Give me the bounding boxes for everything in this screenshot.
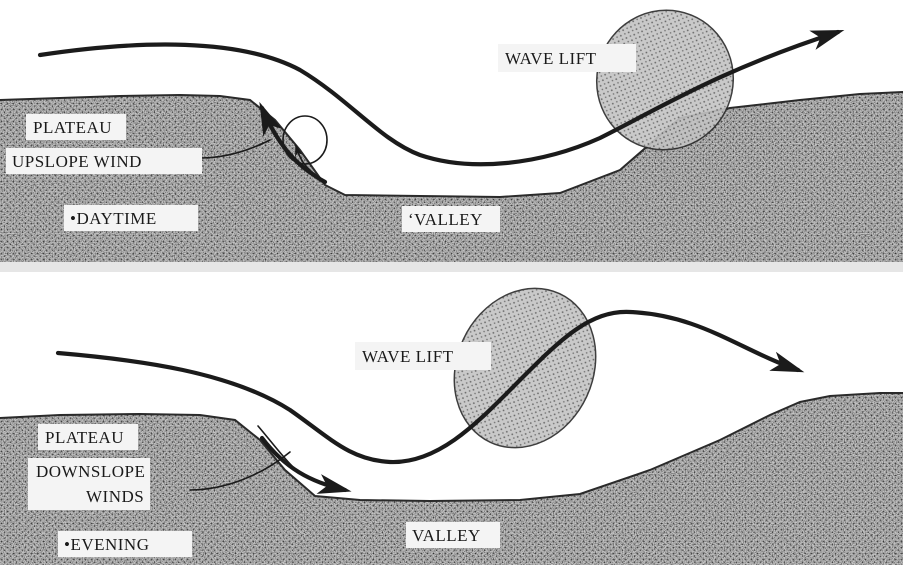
evening-time-label-group: •EVENING	[58, 531, 192, 557]
daytime-ground-speckle	[0, 92, 903, 262]
valley-label: ‘VALLEY	[408, 210, 483, 229]
evening-wave-lift-label-group: WAVE LIFT	[355, 342, 491, 370]
panel-divider	[0, 262, 903, 272]
wave-lift-label: WAVE LIFT	[362, 347, 454, 366]
daytime-time-label-group: •DAYTIME	[64, 205, 198, 231]
downslope-winds-label-group: DOWNSLOPE WINDS	[28, 458, 150, 510]
daytime-panel: WAVE LIFT PLATEAU UPSLOPE WIND •DAYTIME …	[0, 0, 903, 262]
plateau-label: PLATEAU	[33, 118, 112, 137]
downslope-winds-label-line1: DOWNSLOPE	[36, 462, 145, 481]
downslope-winds-label-line2: WINDS	[86, 487, 144, 506]
upslope-wind-label: UPSLOPE WIND	[12, 152, 142, 171]
evening-label: •EVENING	[64, 535, 150, 554]
valley-label: VALLEY	[412, 526, 481, 545]
upslope-wind-label-group: UPSLOPE WIND	[6, 148, 202, 174]
daytime-label: •DAYTIME	[70, 209, 157, 228]
plateau-label: PLATEAU	[45, 428, 124, 447]
wave-lift-label: WAVE LIFT	[505, 49, 597, 68]
evening-panel: WAVE LIFT PLATEAU DOWNSLOPE WINDS •EVENI…	[0, 265, 903, 565]
evening-plateau-label-group: PLATEAU	[38, 424, 138, 450]
daytime-plateau-label-group: PLATEAU	[26, 114, 126, 140]
daytime-wave-lift-label-group: WAVE LIFT	[498, 44, 636, 72]
evening-valley-label-group: VALLEY	[406, 522, 500, 548]
daytime-valley-label-group: ‘VALLEY	[402, 206, 500, 232]
